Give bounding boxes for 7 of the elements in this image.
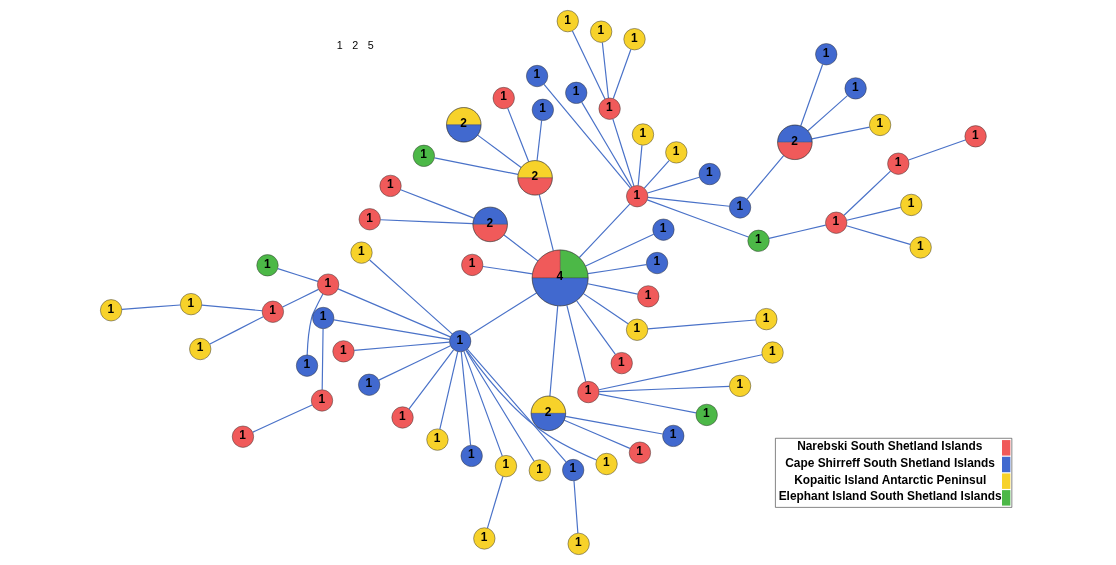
legend-label: Narebski South Shetland Islands: [796, 439, 982, 454]
label: 5: [367, 39, 374, 51]
legend-label: Cape Shirreff South Shetland Islands: [784, 455, 995, 470]
label: 2: [351, 39, 358, 51]
legend-label: Elephant Island South Shetland Islands: [778, 489, 1002, 504]
label: 1: [336, 39, 343, 51]
legend-label: Kopaitic Island Antarctic Peninsul: [793, 472, 986, 487]
